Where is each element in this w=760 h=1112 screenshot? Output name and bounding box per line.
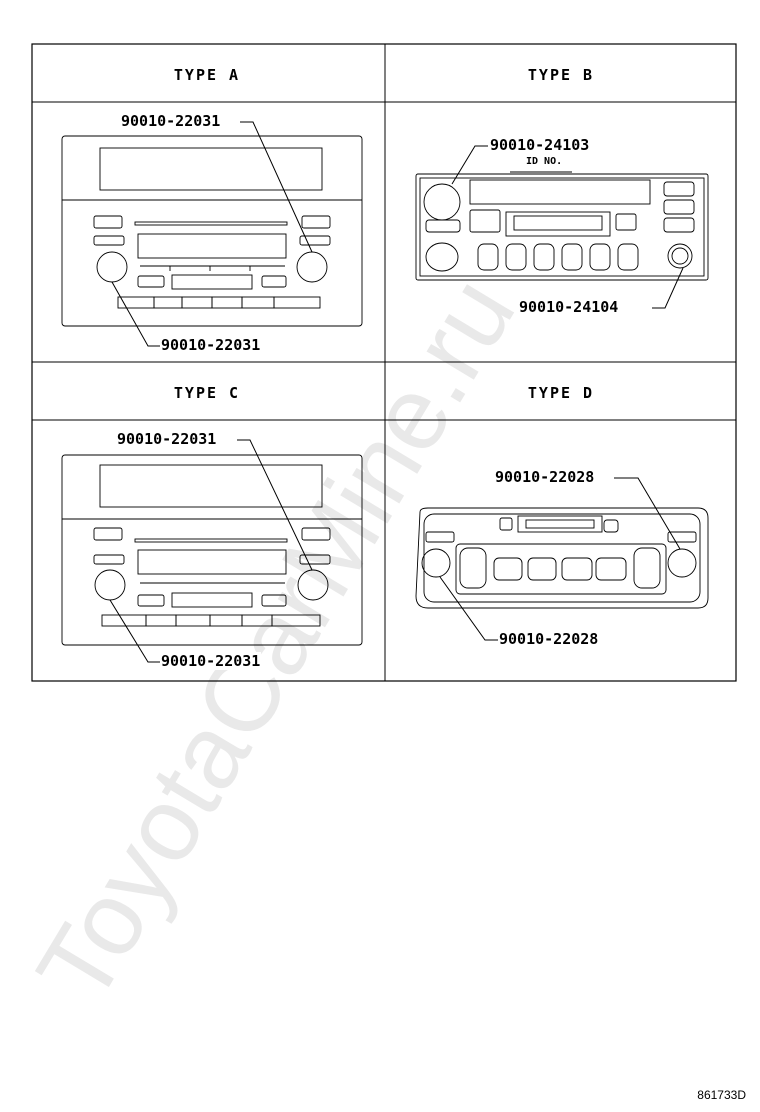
radio-type-c (61, 454, 363, 646)
type-d-part-bottom: 90010-22028 (498, 630, 600, 648)
type-c-part-top: 90010-22031 (116, 430, 218, 448)
type-a-header: TYPE A (173, 66, 241, 84)
radio-type-b (415, 173, 709, 281)
radio-type-d (415, 507, 709, 609)
leader-lines-type-d (439, 477, 681, 641)
type-b-part-bottom: 90010-24104 (518, 298, 620, 316)
type-d-part-top: 90010-22028 (494, 468, 596, 486)
type-b-header: TYPE B (527, 66, 595, 84)
table-grid (31, 43, 737, 682)
leader-lines-type-b (451, 145, 684, 309)
type-c-header: TYPE C (173, 384, 241, 402)
radio-type-a (61, 135, 363, 327)
type-a-part-bottom: 90010-22031 (160, 336, 262, 354)
leader-lines-type-a (111, 121, 313, 347)
figure-code: 861733D (697, 1088, 746, 1102)
type-d-header: TYPE D (527, 384, 595, 402)
type-b-part-top: 90010-24103 (489, 136, 591, 154)
type-c-part-bottom: 90010-22031 (160, 652, 262, 670)
type-b-id-no-label: ID NO. (526, 156, 563, 167)
type-a-part-top: 90010-22031 (120, 112, 222, 130)
leader-lines-type-c (109, 439, 313, 663)
